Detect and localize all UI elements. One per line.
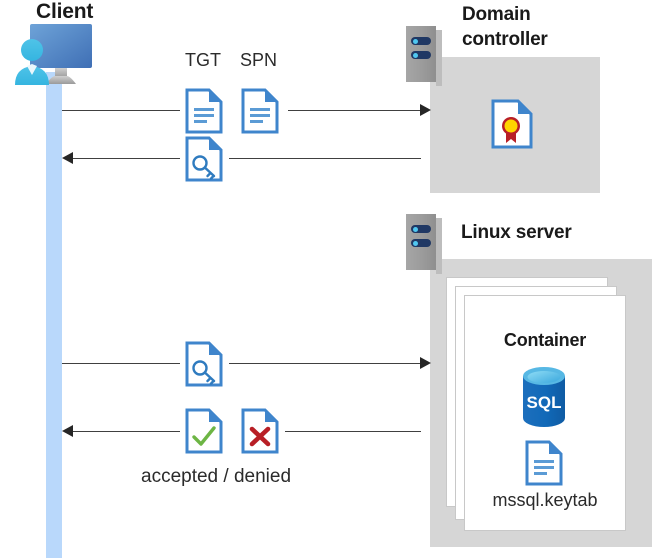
message-3-line-left (62, 363, 180, 364)
message-4-line-right (285, 431, 421, 432)
spn-document-icon (241, 88, 279, 134)
message-2-arrowhead (62, 152, 73, 164)
tgt-label: TGT (185, 50, 221, 70)
message-1-line-right (288, 110, 421, 111)
container-card-front: Container (464, 295, 626, 531)
container-card-stack: Container (446, 277, 626, 531)
message-1-arrowhead (420, 104, 431, 116)
message-2-line-right (229, 158, 421, 159)
domain-controller-title: Domain controller (462, 2, 642, 52)
client-title: Client (36, 0, 94, 23)
keytab-file-icon (525, 440, 563, 486)
message-2-line-left (73, 158, 180, 159)
linux-server-title: Linux server (461, 222, 572, 243)
denied-document-icon (241, 408, 279, 454)
accepted-document-icon (185, 408, 223, 454)
message-4-arrowhead (62, 425, 73, 437)
message-3-arrowhead (420, 357, 431, 369)
server-rack-icon-domain-controller (406, 26, 442, 86)
domain-controller-title-line1: Domain (462, 4, 531, 25)
server-rack-icon-linux (406, 214, 442, 274)
keytab-label: mssql.keytab (492, 490, 598, 510)
tgt-document-icon (185, 88, 223, 134)
sql-database-icon: SQL (515, 366, 573, 428)
domain-controller-title-line2: controller (462, 29, 548, 50)
spn-label: SPN (240, 50, 278, 70)
message-1-line-left (62, 110, 180, 111)
message-3-line-right (229, 363, 421, 364)
accepted-denied-label: accepted / denied (141, 466, 292, 487)
certificate-icon (491, 99, 533, 149)
service-ticket-key-icon-1 (185, 136, 223, 182)
client-lifeline (46, 72, 62, 558)
message-4-line-left (73, 431, 180, 432)
sql-label: SQL (527, 393, 562, 412)
service-ticket-key-icon-2 (185, 341, 223, 387)
client-computer-user-icon (8, 22, 108, 92)
container-title: Container (503, 330, 587, 350)
